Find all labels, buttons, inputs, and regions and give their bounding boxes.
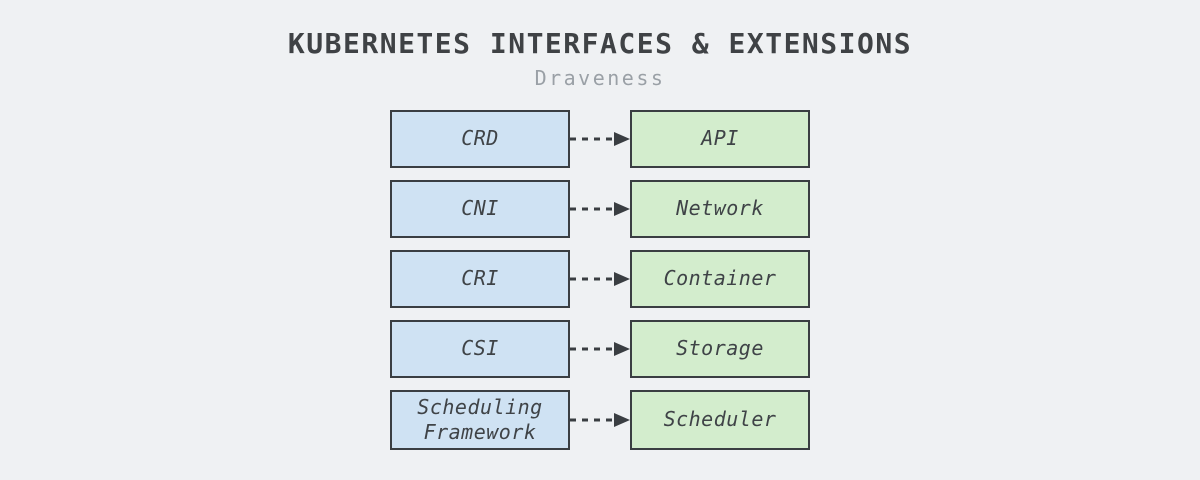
diagram-row: Scheduling Framework Scheduler	[390, 389, 810, 450]
target-box: Storage	[630, 319, 810, 378]
interface-box: Scheduling Framework	[390, 389, 570, 450]
target-box: API	[630, 109, 810, 168]
target-box: Scheduler	[630, 389, 810, 450]
target-box: Network	[630, 179, 810, 238]
interface-box: CRI	[390, 249, 570, 308]
target-box: Container	[630, 249, 810, 308]
dashed-arrow-right-icon	[570, 412, 630, 427]
dashed-arrow-right-icon	[570, 201, 630, 216]
page-title: KUBERNETES INTERFACES & EXTENSIONS	[287, 27, 913, 60]
page-subtitle: Draveness	[534, 65, 666, 90]
diagram-row: CNI Network	[390, 179, 810, 238]
diagram-row: CRI Container	[390, 249, 810, 308]
interface-box: CRD	[390, 109, 570, 168]
dashed-arrow-right-icon	[570, 341, 630, 356]
interface-box: CSI	[390, 319, 570, 378]
dashed-arrow-right-icon	[570, 131, 630, 146]
diagram-row: CRD API	[390, 109, 810, 168]
diagram-row: CSI Storage	[390, 319, 810, 378]
dashed-arrow-right-icon	[570, 271, 630, 286]
interfaces-diagram: CRD API CNI Network CRI Container C	[0, 109, 1200, 450]
interface-box: CNI	[390, 179, 570, 238]
